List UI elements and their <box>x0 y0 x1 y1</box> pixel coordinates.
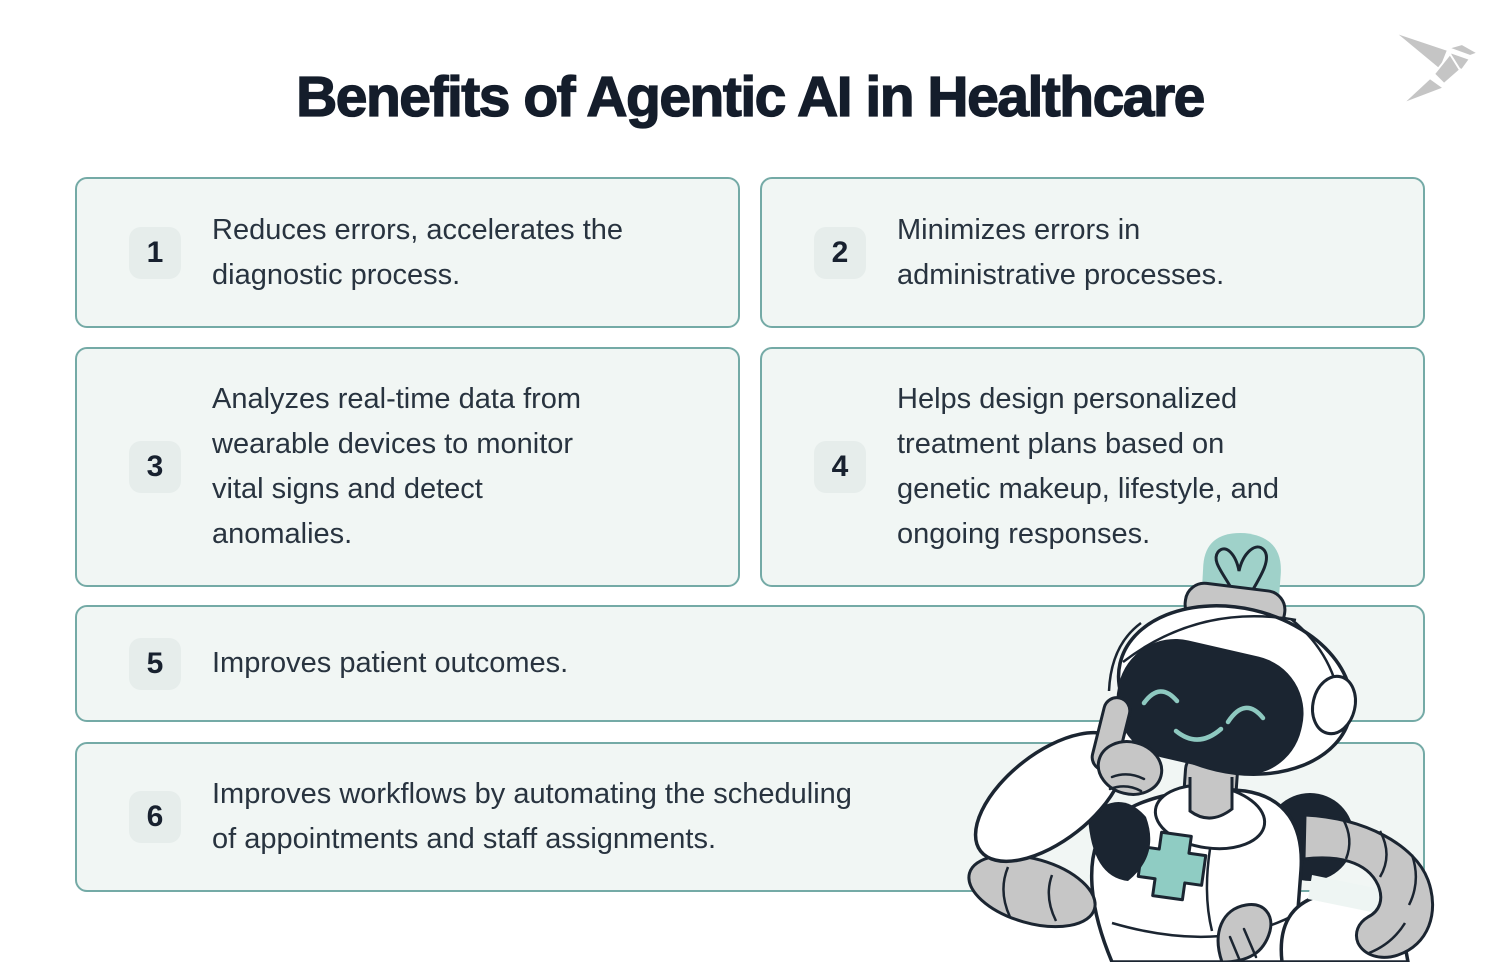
robot-mascot-illustration <box>967 533 1435 962</box>
card-number-badge: 2 <box>814 226 866 279</box>
card-number-badge: 3 <box>129 441 181 493</box>
card-text: Minimizes errors in administrative proce… <box>897 213 1225 291</box>
card-text: Reduces errors, accelerates the diagnost… <box>212 213 624 291</box>
origami-bird-icon <box>1393 31 1479 105</box>
card-number-badge: 1 <box>129 226 181 279</box>
benefit-card-4: 4 Helps design personalized treatment pl… <box>760 347 1425 587</box>
card-number-badge: 6 <box>129 791 181 843</box>
card-number-badge: 5 <box>129 637 181 690</box>
card-text: Helps design personalized treatment plan… <box>897 383 1280 550</box>
card-number-badge: 4 <box>814 441 866 493</box>
page-title: Benefits of Agentic AI in Healthcare <box>295 64 1206 129</box>
benefit-card-3: 3 Analyzes real-time data from wearable … <box>75 347 740 587</box>
card-text: Improves workflows by automating the sch… <box>212 778 852 855</box>
card-text: Analyzes real-time data from wearable de… <box>212 383 582 550</box>
card-text: Improves patient outcomes. <box>212 647 569 679</box>
benefit-card-1: 1 Reduces errors, accelerates the diagno… <box>75 177 740 328</box>
benefit-card-2: 2 Minimizes errors in administrative pro… <box>760 177 1425 328</box>
